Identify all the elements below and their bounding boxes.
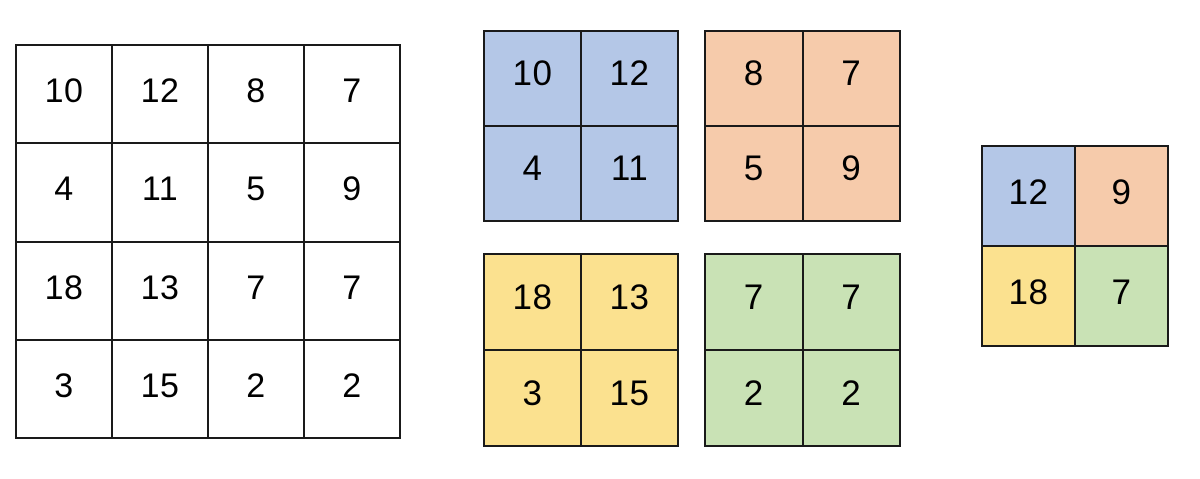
pooling-window-bottom-left: 18 13 3 15 [483,253,679,447]
output-feature-map: 12 9 18 7 [981,145,1169,347]
input-cell-r0c1: 12 [113,46,207,143]
window-tr-cell-r0c1: 7 [803,32,899,125]
window-tl-cell-r0c1: 12 [582,32,677,125]
input-cell-r3c3: 2 [305,340,399,437]
window-bl-cell-r0c0: 18 [485,255,580,349]
output-cell-r0c0: 12 [983,147,1074,245]
input-cell-r1c3: 9 [305,144,399,241]
input-feature-map: 10 12 8 7 4 11 5 9 18 13 7 7 3 15 2 2 [15,44,401,439]
pooling-window-top-right: 8 7 5 9 [704,30,901,222]
window-bl-cell-r0c1: 13 [582,255,677,349]
window-br-cell-r1c1: 2 [803,351,899,445]
window-tr-cell-r1c0: 5 [706,127,802,220]
input-cell-r3c2: 2 [209,340,303,437]
output-cell-r0c1: 9 [1076,147,1167,245]
input-cell-r3c1: 15 [113,340,207,437]
window-tl-cell-r1c1: 11 [582,127,677,220]
input-cell-r1c1: 11 [113,144,207,241]
pooling-window-bottom-right: 7 7 2 2 [704,253,901,447]
output-cell-r1c0: 18 [983,247,1074,345]
input-cell-r2c1: 13 [113,242,207,339]
input-cell-r0c0: 10 [17,46,111,143]
window-tr-cell-r1c1: 9 [803,127,899,220]
window-bl-cell-r1c0: 3 [485,351,580,445]
input-cell-r0c3: 7 [305,46,399,143]
input-cell-r2c2: 7 [209,242,303,339]
input-cell-r3c0: 3 [17,340,111,437]
window-tl-cell-r0c0: 10 [485,32,580,125]
window-br-cell-r0c0: 7 [706,255,802,349]
input-cell-r1c0: 4 [17,144,111,241]
input-cell-r0c2: 8 [209,46,303,143]
pooling-window-top-left: 10 12 4 11 [483,30,679,222]
output-cell-r1c1: 7 [1076,247,1167,345]
window-br-cell-r0c1: 7 [803,255,899,349]
input-cell-r2c0: 18 [17,242,111,339]
window-br-cell-r1c0: 2 [706,351,802,445]
input-cell-r2c3: 7 [305,242,399,339]
window-bl-cell-r1c1: 15 [582,351,677,445]
window-tr-cell-r0c0: 8 [706,32,802,125]
window-tl-cell-r1c0: 4 [485,127,580,220]
input-cell-r1c2: 5 [209,144,303,241]
